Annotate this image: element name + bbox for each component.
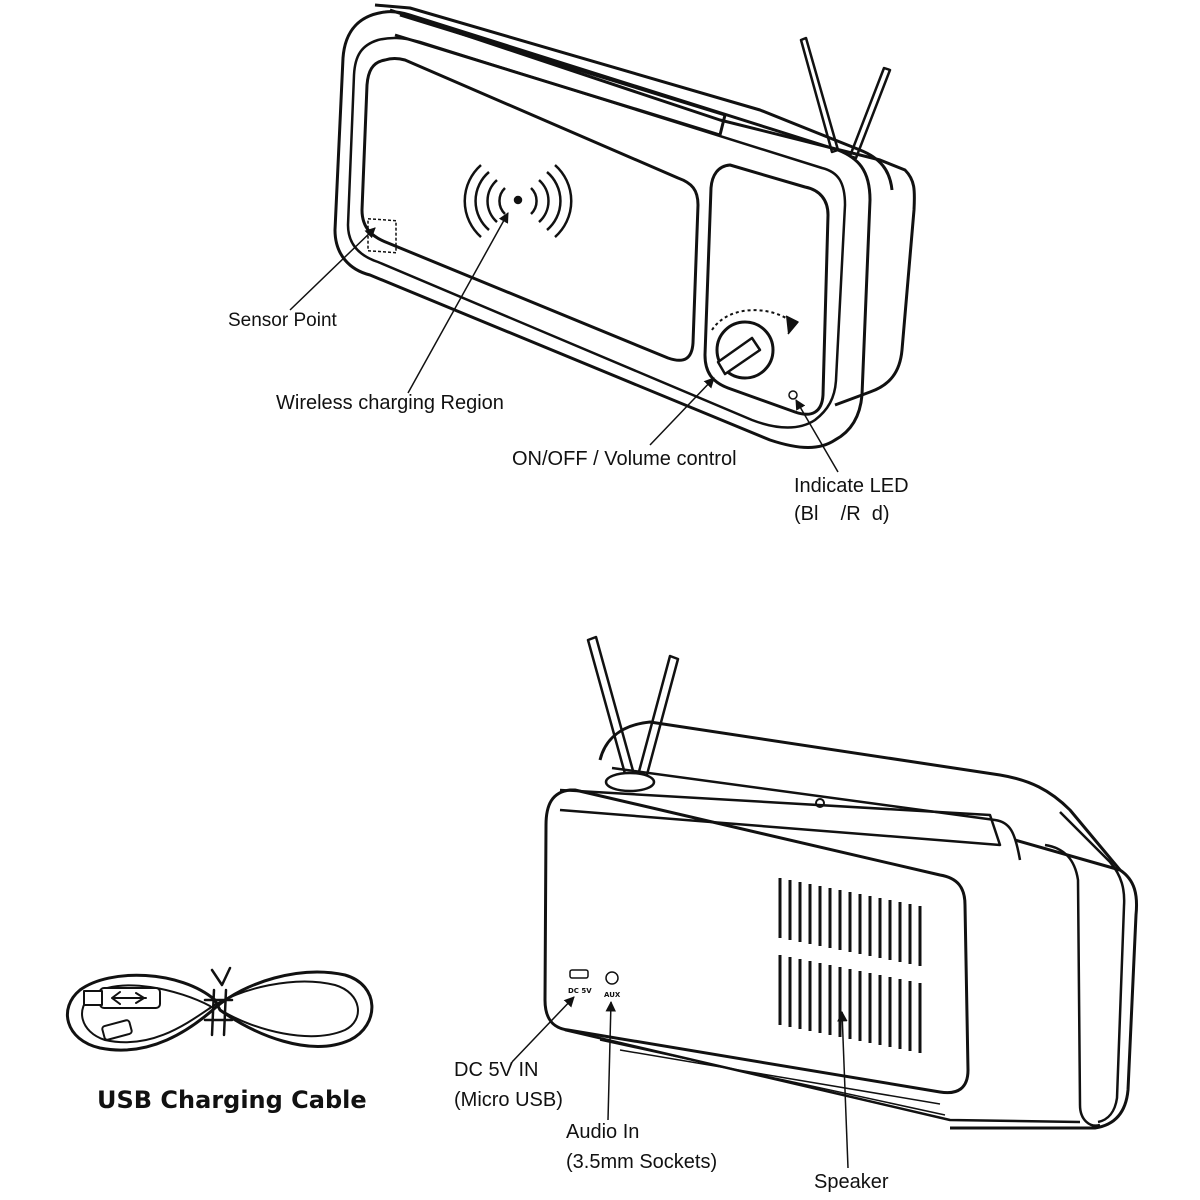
wireless-charging-icon bbox=[463, 164, 573, 238]
dc-in-label-line1: DC 5V IN bbox=[454, 1059, 539, 1081]
volume-knob bbox=[711, 309, 799, 380]
back-callout-lines bbox=[511, 996, 849, 1169]
dc-in-leader bbox=[511, 996, 575, 1063]
charging-pad-outline bbox=[360, 57, 700, 362]
front-antennas bbox=[799, 36, 892, 160]
aux-port-mark: AUX bbox=[604, 991, 621, 999]
sensor-point-leader bbox=[289, 227, 376, 311]
back-antennas bbox=[586, 635, 680, 793]
speaker-label: Speaker bbox=[814, 1171, 889, 1193]
back-body-right-inner bbox=[1044, 843, 1101, 1127]
cable-tie bbox=[203, 966, 234, 1037]
back-view-device bbox=[543, 635, 1139, 1130]
front-top-slot bbox=[394, 13, 727, 137]
front-body-side bbox=[389, 8, 916, 407]
wireless-region-leader bbox=[407, 212, 509, 394]
audio-in-label-line2: (3.5mm Sockets) bbox=[566, 1151, 718, 1173]
sensor-point-label: Sensor Point bbox=[228, 310, 337, 331]
back-panel-base bbox=[599, 1039, 946, 1116]
dc-port-mark: DC 5V bbox=[568, 987, 592, 995]
front-callout-lines bbox=[289, 212, 839, 473]
back-top-ridge bbox=[559, 788, 1002, 847]
led-leader bbox=[795, 399, 839, 473]
volume-control-leader bbox=[649, 377, 715, 446]
back-panel-outer bbox=[543, 788, 970, 1095]
front-face-outer bbox=[333, 10, 872, 449]
wireless-charging-label: Wireless charging Region bbox=[276, 392, 504, 414]
front-body-top bbox=[374, 3, 894, 191]
front-face-inner bbox=[346, 36, 847, 429]
back-body-right bbox=[950, 838, 1139, 1130]
speaker-leader bbox=[837, 1010, 849, 1169]
usb-cable-illustration bbox=[65, 966, 374, 1052]
back-body-right-face bbox=[1059, 811, 1126, 1124]
led-label-line2: (Bl /R d) bbox=[794, 503, 890, 525]
micro-usb-plug bbox=[101, 1019, 133, 1041]
dc-in-label-line2: (Micro USB) bbox=[454, 1089, 563, 1111]
front-view-device bbox=[333, 3, 916, 449]
control-panel bbox=[703, 163, 830, 416]
indicator-led bbox=[788, 390, 798, 400]
speaker-grille-lower bbox=[778, 955, 922, 1053]
aux-port bbox=[605, 971, 619, 985]
usb-plug bbox=[83, 987, 161, 1009]
led-label-line1: Indicate LED bbox=[794, 475, 909, 497]
usb-cable-title: USB Charging Cable bbox=[97, 1086, 367, 1114]
speaker-grille-upper bbox=[778, 878, 922, 966]
audio-in-label-line1: Audio In bbox=[566, 1121, 640, 1143]
volume-control-label: ON/OFF / Volume control bbox=[512, 448, 737, 470]
dc-port bbox=[569, 969, 589, 979]
audio-in-leader bbox=[605, 1000, 617, 1121]
back-body-top-inner bbox=[611, 766, 1022, 861]
back-body-top bbox=[598, 720, 1122, 871]
